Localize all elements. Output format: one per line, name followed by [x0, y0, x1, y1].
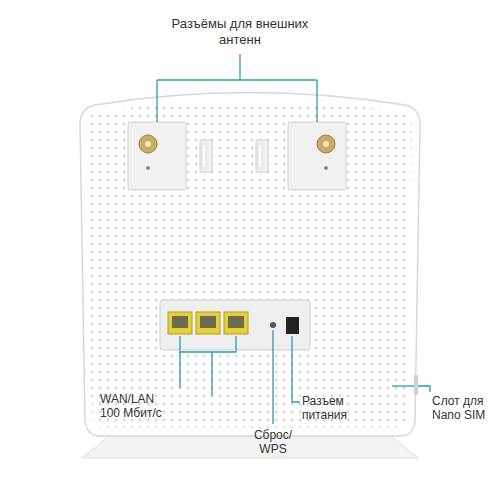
- mount-clip-slot: [202, 144, 206, 168]
- antenna-plate: [288, 122, 346, 190]
- leader-line: [392, 385, 414, 386]
- mount-clip: [256, 140, 268, 172]
- leader-line: [272, 330, 273, 424]
- ethernet-port: [224, 312, 248, 334]
- vent-holes: [88, 101, 412, 428]
- ethernet-port-socket: [172, 316, 188, 328]
- power-jack: [286, 317, 299, 334]
- leader-line: [292, 336, 300, 402]
- antenna-pin: [323, 141, 329, 147]
- callout-label: Сброс/ WPS: [248, 428, 298, 457]
- antenna-mark: [146, 166, 150, 170]
- callout-label: Разъёмы для внешних антенн: [165, 16, 315, 47]
- antenna-connector: [139, 135, 157, 153]
- leader-line: [156, 80, 157, 122]
- router-stand: [82, 435, 418, 458]
- leader-lines: [157, 54, 430, 424]
- antenna-plate: [128, 122, 186, 190]
- leader-bracket: [180, 336, 236, 352]
- reset-button: [270, 322, 276, 328]
- port-panel: [160, 300, 310, 350]
- leader-bracket: [157, 79, 317, 80]
- leader-line: [179, 352, 180, 388]
- ethernet-port: [196, 312, 220, 334]
- leader-line: [211, 352, 212, 396]
- sim-slot: [414, 375, 418, 395]
- ethernet-port-socket: [228, 316, 244, 328]
- leader-line: [239, 54, 240, 80]
- mount-clip-slot: [258, 144, 262, 168]
- antenna-connector: [317, 135, 335, 153]
- ethernet-port: [168, 312, 192, 334]
- callout-label: WAN/LAN 100 Мбит/с: [100, 392, 172, 421]
- callout-label: Разъем питания: [302, 394, 372, 423]
- callout-label: Слот для Nano SIM: [432, 394, 496, 423]
- leader-line: [316, 80, 317, 122]
- antenna-pin: [145, 141, 151, 147]
- antenna-mark: [324, 166, 328, 170]
- mount-clip: [200, 140, 212, 172]
- leader-line: [418, 386, 430, 392]
- ethernet-port-socket: [200, 316, 216, 328]
- router-body: [80, 93, 420, 437]
